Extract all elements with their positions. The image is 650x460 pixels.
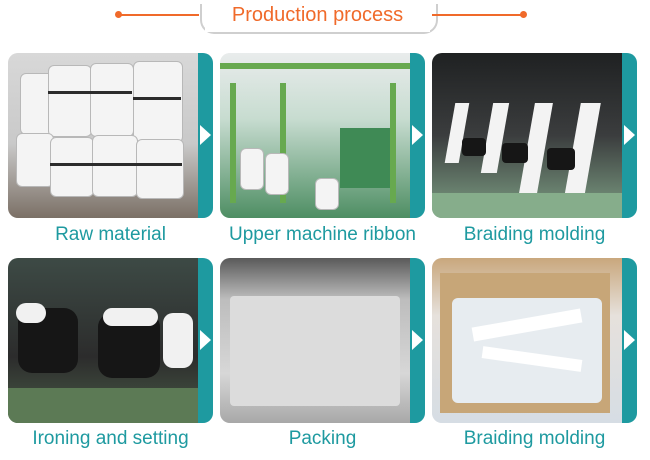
section-header: Production process xyxy=(0,0,650,38)
chevron-right-icon xyxy=(200,330,211,350)
step-card-raw-material xyxy=(8,53,213,218)
braiding-molding-photo xyxy=(432,53,622,218)
step-card-braiding-molding-2 xyxy=(432,258,637,423)
header-dot-right xyxy=(520,11,527,18)
packing-photo xyxy=(220,258,410,423)
step-label: Braiding molding xyxy=(463,428,606,449)
header-frame xyxy=(200,4,438,34)
raw-material-photo xyxy=(8,53,198,218)
step-label: Ironing and setting xyxy=(32,428,189,449)
step-label: Packing xyxy=(288,428,357,449)
step-card-braiding-molding xyxy=(432,53,637,218)
step-card-upper-machine-ribbon xyxy=(220,53,425,218)
header-dot-left xyxy=(115,11,122,18)
ironing-and-setting-photo xyxy=(8,258,198,423)
header-rule-left xyxy=(119,14,199,16)
boxed-product-photo xyxy=(432,258,622,423)
chevron-right-icon xyxy=(200,125,211,145)
step-label: Raw material xyxy=(55,224,166,245)
step-card-packing xyxy=(220,258,425,423)
chevron-right-icon xyxy=(412,330,423,350)
chevron-right-icon xyxy=(624,125,635,145)
upper-machine-ribbon-photo xyxy=(220,53,410,218)
step-label: Braiding molding xyxy=(463,224,606,245)
step-card-ironing-and-setting xyxy=(8,258,213,423)
step-label: Upper machine ribbon xyxy=(229,224,416,245)
header-rule-right xyxy=(432,14,522,16)
chevron-right-icon xyxy=(624,330,635,350)
page-title: Production process xyxy=(205,0,430,32)
chevron-right-icon xyxy=(412,125,423,145)
